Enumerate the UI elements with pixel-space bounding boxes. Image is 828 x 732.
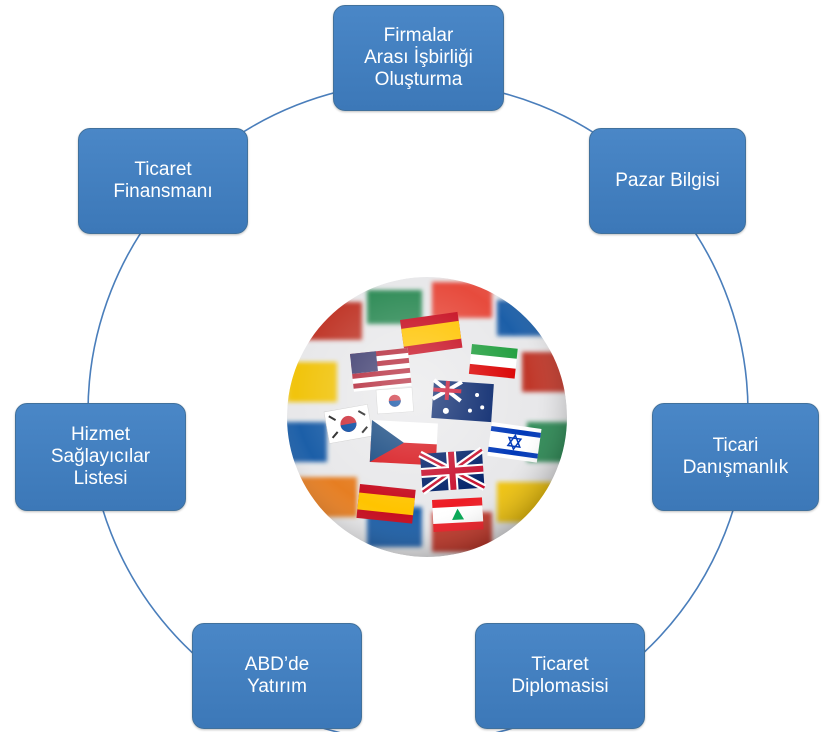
node-hizmet-saglayicilar-listesi: Hizmet Sağlayıcılar Listesi (15, 403, 186, 511)
flag-globe-image (287, 277, 567, 557)
node-label: Pazar Bilgisi (615, 170, 720, 191)
node-label: ABD’de Yatırım (244, 654, 310, 697)
node-ticaret-diplomasisi: Ticaret Diplomasisi (475, 623, 645, 729)
node-label: Firmalar Arası İşbirliği Oluşturma (364, 25, 473, 90)
node-label: Ticaret Finansmanı (113, 159, 213, 202)
node-ticaret-finansmani: Ticaret Finansmanı (78, 128, 248, 234)
node-pazar-bilgisi: Pazar Bilgisi (589, 128, 746, 234)
node-firmalar-arasi-isbirligi: Firmalar Arası İşbirliği Oluşturma (333, 5, 504, 111)
node-label: Hizmet Sağlayıcılar Listesi (50, 424, 151, 489)
node-label: Ticaret Diplomasisi (511, 654, 609, 697)
node-label: Ticari Danışmanlık (682, 435, 789, 478)
node-abd-de-yatirim: ABD’de Yatırım (192, 623, 362, 729)
node-ticari-danismanlik: Ticari Danışmanlık (652, 403, 819, 511)
